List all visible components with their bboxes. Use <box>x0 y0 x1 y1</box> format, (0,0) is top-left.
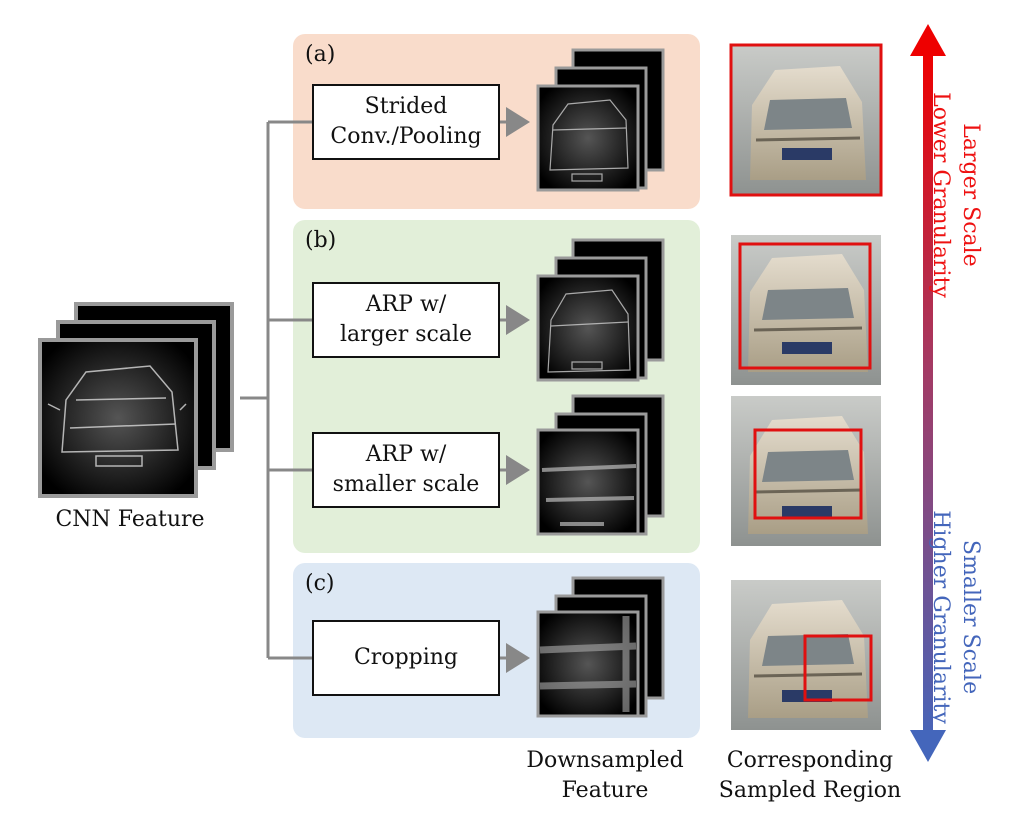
caption-cnn-feature: CNN Feature <box>55 507 205 532</box>
input-feature-stack-icon <box>38 302 234 498</box>
panel-b-label: (b) <box>305 228 337 253</box>
op-arp-smaller-scale: ARP w/ smaller scale <box>312 432 500 508</box>
feature-stack-b2-icon <box>536 394 665 536</box>
feature-stack-a-icon <box>536 48 665 192</box>
scale-axis-arrow <box>910 24 946 762</box>
op-arp-larger-scale: ARP w/ larger scale <box>312 282 500 358</box>
operation-arrows <box>500 107 530 673</box>
car-photo-b2-icon <box>731 396 881 546</box>
panel-a-label: (a) <box>305 42 336 67</box>
op-strided-conv-pooling: Strided Conv./Pooling <box>312 84 500 160</box>
scale-label-smaller: Smaller Scale Higher Granularity <box>928 510 983 724</box>
caption-downsampled-feature: Downsampled Feature <box>526 748 684 803</box>
op-cropping: Cropping <box>312 620 500 696</box>
scale-label-larger: Larger Scale Lower Granularity <box>928 92 983 298</box>
panel-c-label: (c) <box>305 571 335 596</box>
connector-lines <box>240 120 312 660</box>
feature-stack-c-icon <box>536 576 665 718</box>
caption-sampled-region: Corresponding Sampled Region <box>718 748 902 803</box>
car-photo-a-icon <box>729 43 883 197</box>
car-photo-c-icon <box>731 580 881 730</box>
feature-stack-b1-icon <box>536 238 665 382</box>
car-photo-b1-icon <box>731 235 881 385</box>
